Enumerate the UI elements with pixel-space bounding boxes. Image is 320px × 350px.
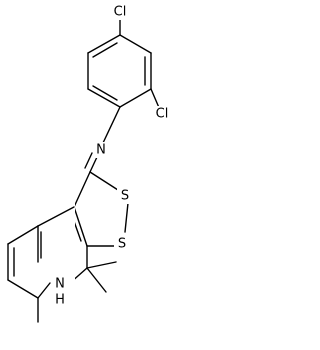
bond: [7, 225, 39, 245]
bond: [119, 34, 152, 54]
bond-aryl-n: [102, 106, 121, 144]
atom-labels: Cl Cl N S S N H: [52, 4, 174, 308]
methyl-bond: [86, 261, 117, 269]
methyl-bond: [86, 267, 107, 293]
benzo-ring-accurate: [7, 206, 75, 323]
label-bg: [150, 106, 174, 122]
chlorine-ortho-label: Cl: [156, 107, 169, 122]
label-bg: [93, 142, 109, 158]
bond: [37, 206, 75, 227]
label-bg: [114, 236, 130, 252]
bond-s-s: [124, 202, 129, 233]
bond-c-n-double: [84, 152, 93, 169]
label-bg: [52, 292, 68, 308]
imine-nitrogen-label: N: [96, 143, 106, 158]
sulfur-upper-label: S: [121, 189, 129, 204]
molecule-structure: Cl Cl N S S N H: [0, 4, 174, 323]
bond: [87, 88, 121, 108]
label-bg: [52, 276, 68, 292]
amine-nitrogen-label: N: [55, 277, 65, 292]
bond-c-c: [73, 206, 88, 247]
bond: [87, 34, 121, 54]
label-bg: [117, 188, 133, 204]
double-bond: [92, 42, 118, 58]
label-bg: [108, 4, 132, 20]
benzo-mask: [0, 150, 75, 300]
bond-c-n: [89, 156, 98, 173]
bond-c-c: [73, 171, 91, 208]
bond: [119, 88, 152, 108]
amine-hydrogen-label: H: [55, 293, 65, 308]
chlorine-top-label: Cl: [114, 5, 127, 20]
bond: [37, 282, 51, 299]
sulfur-lower-label: S: [118, 237, 126, 252]
bond: [7, 279, 39, 299]
double-bond: [92, 85, 118, 101]
bond-c1-s: [89, 171, 119, 191]
